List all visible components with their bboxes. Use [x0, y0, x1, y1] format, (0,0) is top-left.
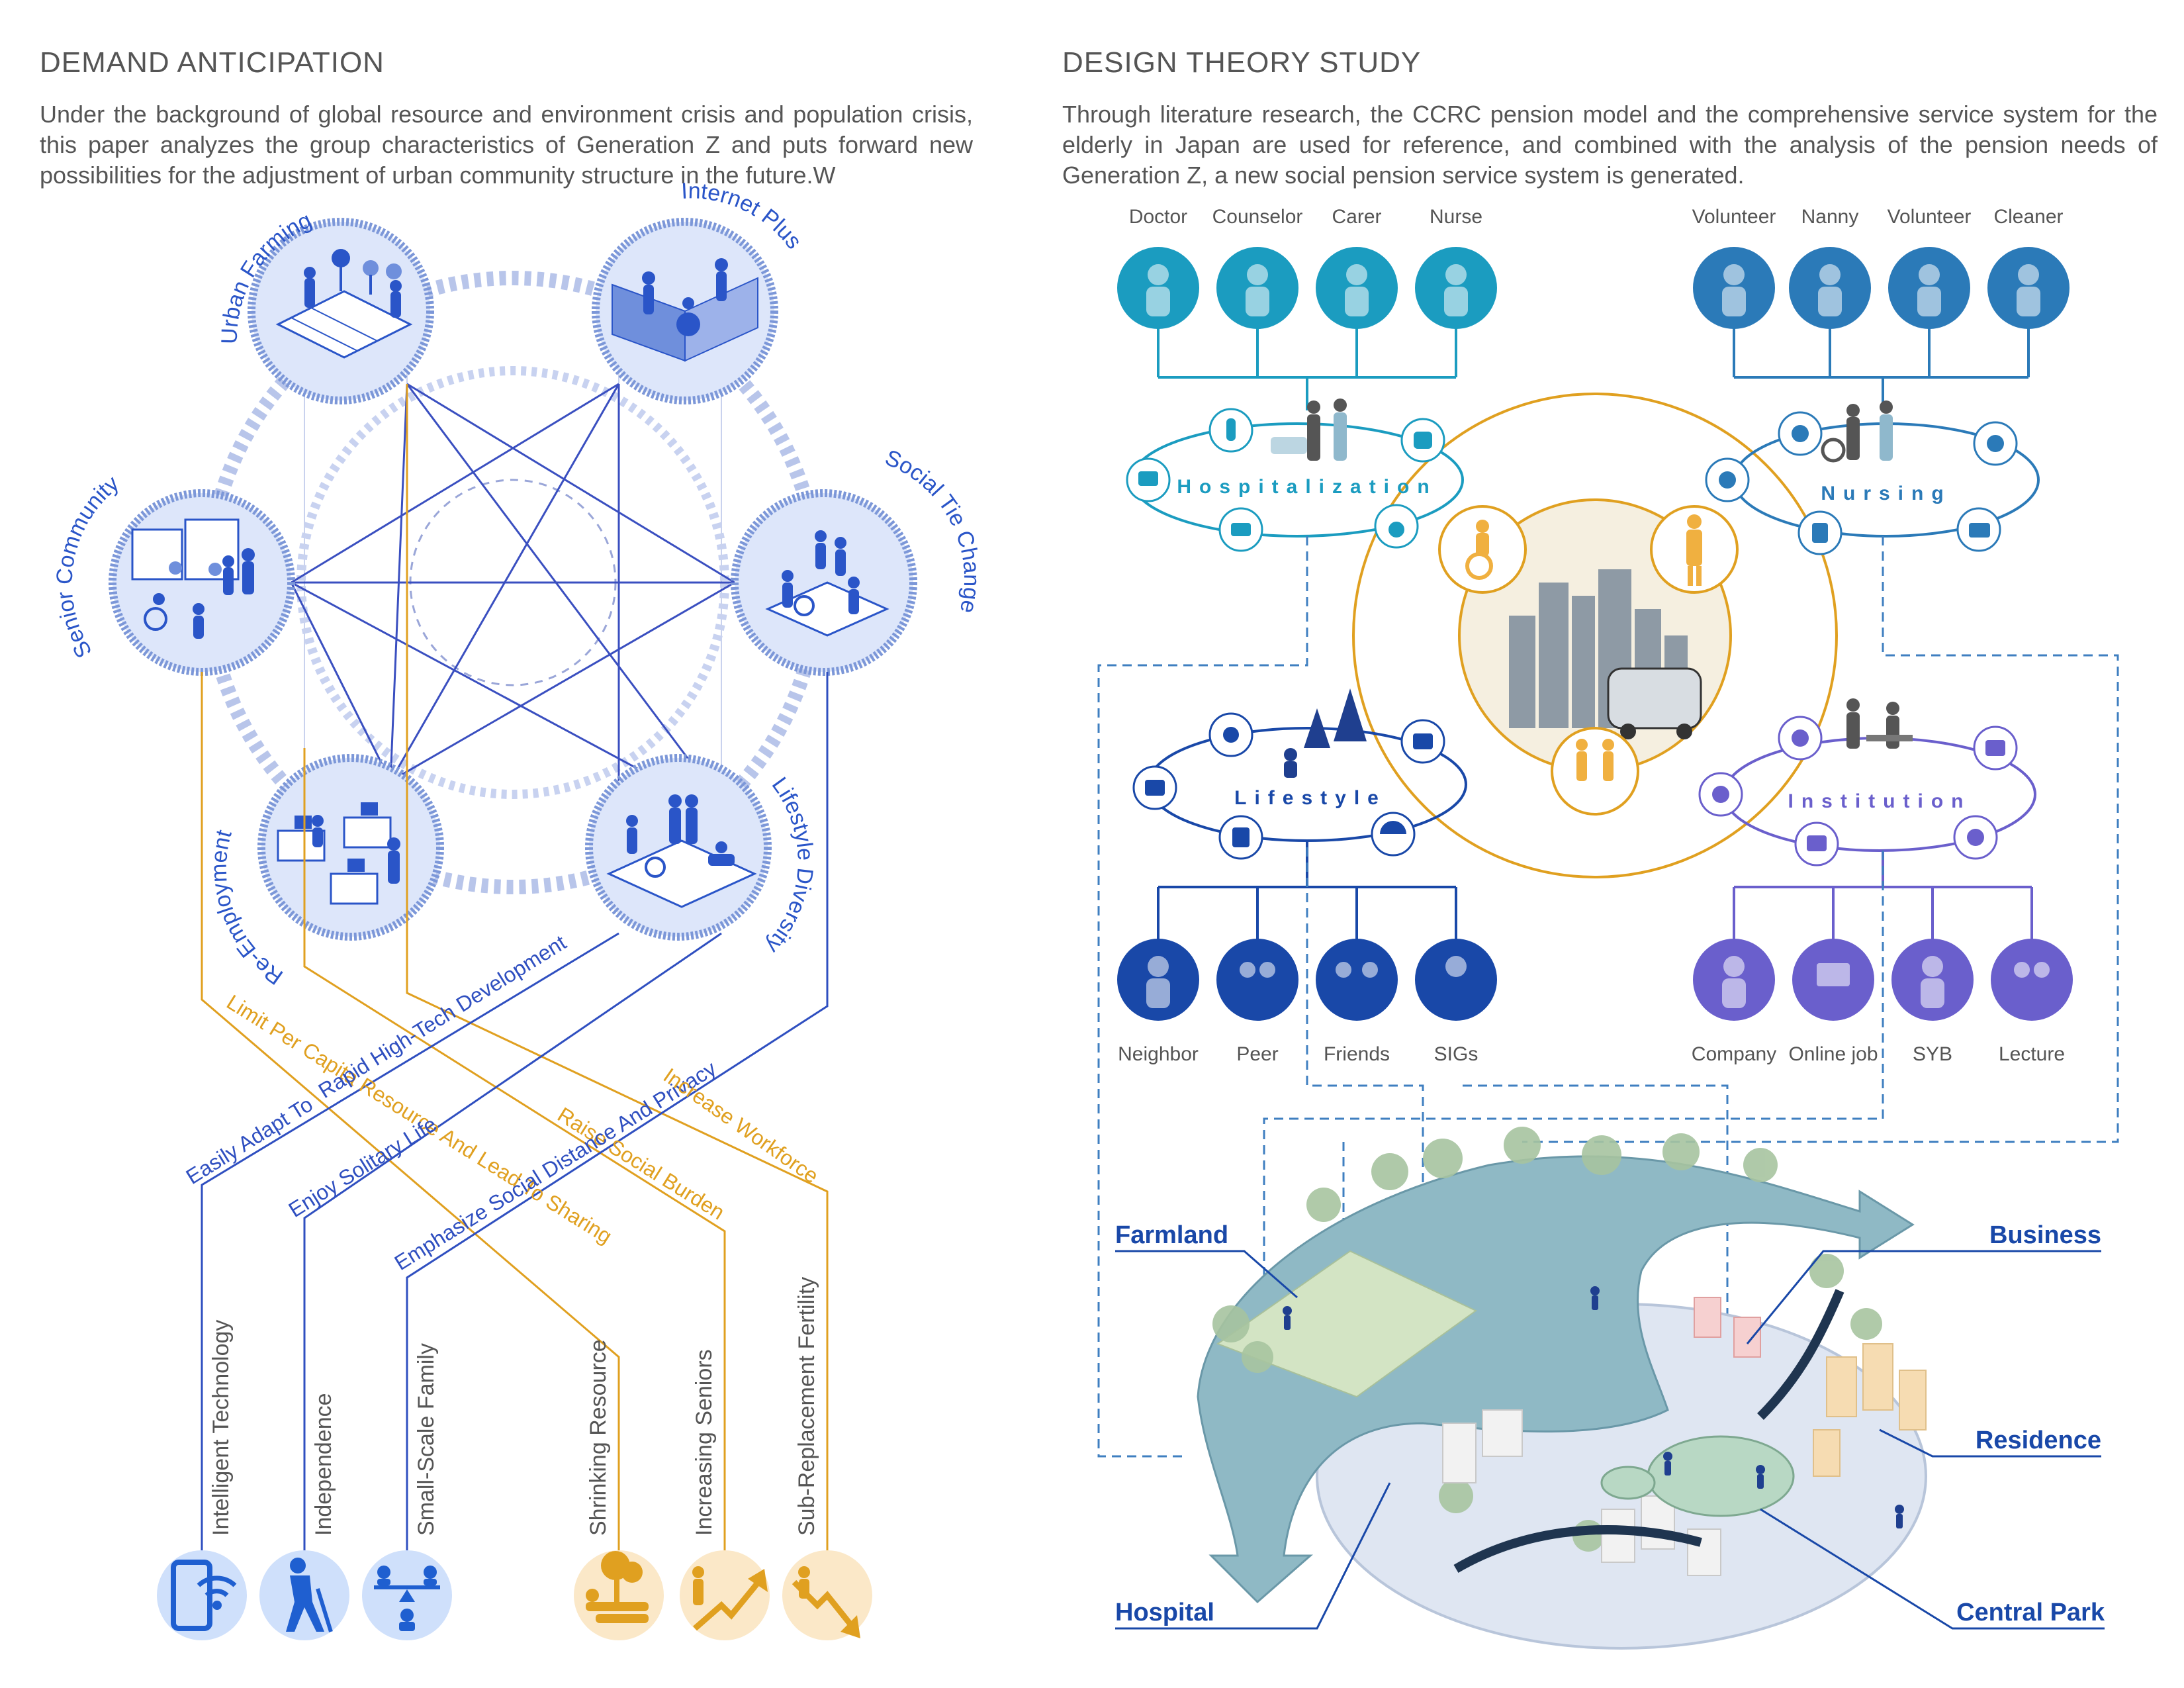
link-label-high-tech: Rapid High-Tech Development — [314, 930, 570, 1103]
center-cluster — [1353, 394, 1837, 877]
factor-labels: Intelligent Technology Independence Smal… — [208, 1277, 819, 1536]
medical-staff-illustration — [1271, 399, 1347, 461]
role-label-online-job: Online job — [1788, 1043, 1878, 1065]
factor-label-independence: Independence — [311, 1393, 336, 1536]
shuttle-bus-icon — [1608, 669, 1701, 739]
link-label-solitary: Enjoy Solitary Life — [285, 1112, 441, 1222]
bath-icon — [1719, 471, 1736, 489]
caregiver-icon — [1792, 425, 1809, 442]
nursing-roles: Volunteer Nanny Volunteer Cleaner — [1692, 206, 2064, 228]
monitor-icon — [1138, 471, 1158, 486]
presentation-icon — [1985, 740, 2005, 756]
park-trees-illustration — [1284, 688, 1367, 778]
role-label-nurse: Nurse — [1430, 206, 1482, 228]
sigs-photo — [1415, 939, 1497, 1021]
guide-lines — [304, 371, 721, 788]
role-label-sigs: SIGs — [1434, 1043, 1479, 1065]
role-label-peer: Peer — [1236, 1043, 1278, 1065]
role-label-syb: SYB — [1913, 1043, 1952, 1065]
nursing-group[interactable] — [1693, 247, 2070, 554]
link-label-workforce: Increase Workforce — [659, 1063, 823, 1188]
role-label-counselor: Counselor — [1212, 206, 1303, 228]
book-icon — [1145, 780, 1165, 796]
thermometer-icon — [1226, 418, 1236, 441]
factor-label-intelligent-technology: Intelligent Technology — [208, 1320, 234, 1536]
role-label-neighbor: Neighbor — [1118, 1043, 1199, 1065]
role-label-carer: Carer — [1332, 206, 1381, 228]
role-label-nanny: Nanny — [1801, 206, 1859, 228]
factor-label-shrinking-resource: Shrinking Resource — [586, 1339, 611, 1536]
institution-label: Institution — [1788, 790, 1972, 812]
zone-label-farmland: Farmland — [1115, 1221, 1228, 1249]
factor-label-increasing-seniors: Increasing Seniors — [692, 1349, 717, 1536]
central-park-area — [1648, 1436, 1794, 1516]
accessibility-icon — [1967, 829, 1984, 846]
node-senior-community[interactable] — [113, 493, 291, 672]
factor-icon-sub-replacement — [782, 1550, 872, 1640]
peer-photo — [1216, 939, 1298, 1021]
hospitalization-label: Hospitalization — [1177, 476, 1437, 498]
factor-label-small-family: Small-Scale Family — [414, 1343, 439, 1536]
node-social-tie-change[interactable] — [735, 493, 913, 672]
role-label-company: Company — [1692, 1043, 1776, 1065]
medicine-icon — [1414, 432, 1432, 449]
node-lifestyle-diversity[interactable] — [589, 758, 768, 937]
zone-label-hospital: Hospital — [1115, 1599, 1214, 1626]
factor-icon-small-family — [362, 1550, 452, 1640]
bed-icon — [1231, 523, 1251, 536]
radio-icon — [1413, 733, 1433, 749]
friends-photo — [1316, 939, 1398, 1021]
exercise-icon — [1223, 727, 1239, 743]
wheelchair-icon — [1388, 522, 1404, 538]
factor-label-sub-replacement: Sub-Replacement Fertility — [794, 1277, 819, 1536]
bathing-icon — [1987, 435, 2004, 452]
nursing-staff-illustration — [1823, 400, 1893, 461]
node-label-senior-community: Senior Community — [52, 471, 124, 662]
hospitalization-group[interactable] — [1117, 247, 1497, 551]
factor-icon-shrinking-resource — [574, 1550, 664, 1640]
institution-roles: Company Online job SYB Lecture — [1692, 1043, 2065, 1065]
zone-label-central-park: Central Park — [1956, 1599, 2105, 1626]
role-label-lecture: Lecture — [1999, 1043, 2065, 1065]
phone-icon — [1812, 523, 1828, 543]
planting-icon — [1792, 729, 1809, 747]
site-plan — [1198, 1127, 1926, 1648]
role-label-doctor: Doctor — [1129, 206, 1187, 228]
link-label-adapt: Easily Adapt To — [182, 1092, 317, 1189]
ambulance-icon — [1969, 523, 1990, 538]
zone-label-business: Business — [1989, 1221, 2101, 1249]
factor-icon-increasing-seniors — [680, 1550, 770, 1640]
institution-people-illustration — [1846, 698, 1913, 749]
hospitalization-roles: Doctor Counselor Carer Nurse — [1129, 206, 1482, 228]
treadmill-icon — [1232, 827, 1250, 847]
factor-icon-intelligent-technology — [157, 1550, 247, 1640]
node-label-lifestyle-diversity: Lifestyle Diversity — [760, 773, 817, 958]
lecture-photo — [1991, 939, 2073, 1021]
role-label-cleaner: Cleaner — [1993, 206, 2063, 228]
role-label-volunteer-2: Volunteer — [1888, 206, 1972, 228]
lifestyle-roles: Neighbor Peer Friends SIGs — [1118, 1043, 1478, 1065]
node-re-employment[interactable] — [261, 758, 440, 937]
zone-label-residence: Residence — [1976, 1427, 2101, 1454]
factor-icon-independence — [259, 1550, 349, 1640]
idea-icon — [1712, 786, 1729, 803]
role-label-volunteer: Volunteer — [1692, 206, 1776, 228]
role-label-friends: Friends — [1324, 1043, 1390, 1065]
nursing-label: Nursing — [1821, 483, 1951, 504]
lifestyle-label: Lifestyle — [1234, 787, 1387, 809]
node-internet-plus[interactable] — [596, 222, 774, 400]
computer-icon — [1807, 835, 1827, 851]
